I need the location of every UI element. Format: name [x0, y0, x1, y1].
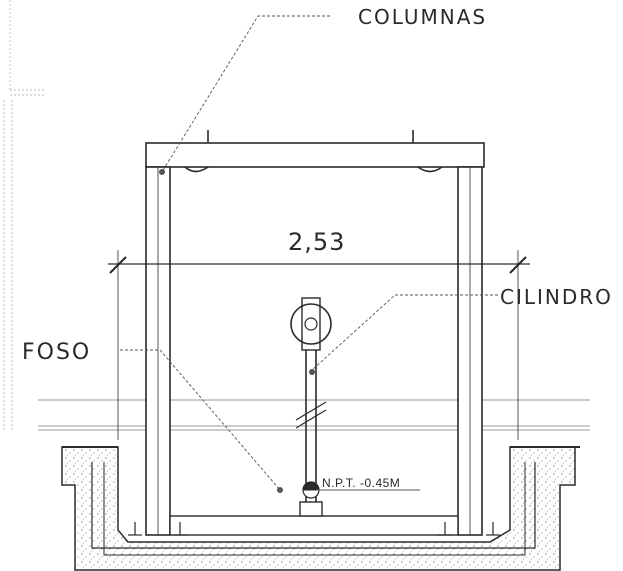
label-npt-level: N.P.T. -0.45M [322, 476, 401, 490]
right-column [457, 166, 483, 536]
label-foso: FOSO [22, 340, 92, 365]
left-column [145, 166, 171, 536]
floor-slab-band [38, 399, 590, 431]
leader-lines [120, 15, 498, 491]
hydraulic-cylinder [290, 297, 332, 517]
dimension-value: 2,53 [288, 228, 346, 256]
dimension-line [108, 250, 530, 440]
bottom-beam [169, 515, 459, 536]
top-beam [145, 130, 485, 173]
label-columnas: COLUMNAS [358, 5, 488, 29]
pit-foundation [61, 446, 580, 571]
label-cilindro: CILINDRO [500, 285, 613, 309]
existing-wall [3, 0, 45, 430]
anchor-bolts [128, 522, 500, 536]
leader-dots [159, 169, 315, 493]
